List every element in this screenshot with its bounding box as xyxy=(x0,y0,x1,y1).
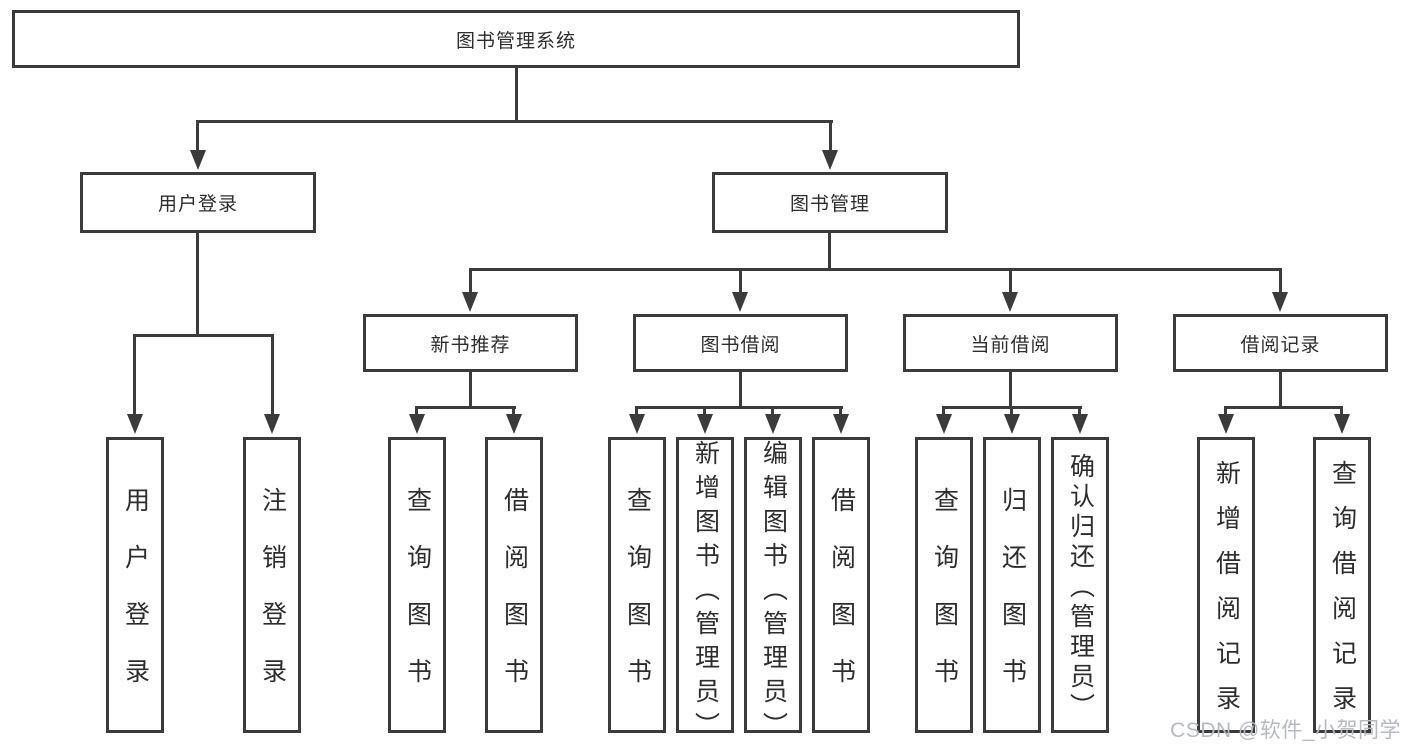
leaf-query-books-3: 查询图书 xyxy=(915,437,973,733)
leaf-user-login: 用户登录 xyxy=(106,437,164,733)
connector-line xyxy=(469,268,472,292)
arrow-down-icon xyxy=(1218,414,1234,434)
arrow-down-icon xyxy=(1272,292,1288,312)
leaf-query-books-1: 查询图书 xyxy=(388,437,446,733)
connector-line xyxy=(133,334,274,337)
connector-line xyxy=(1009,268,1012,292)
leaf-query-books-3-label: 查询图书 xyxy=(930,487,959,715)
leaf-add-borrow-record-label: 新增借阅记录 xyxy=(1212,460,1241,730)
leaf-query-books-2-label: 查询图书 xyxy=(623,487,652,715)
connector-line xyxy=(1224,406,1343,409)
connector-line xyxy=(839,406,842,416)
leaf-query-books-2: 查询图书 xyxy=(608,437,666,733)
leaf-borrow-books-1: 借阅图书 xyxy=(485,437,543,733)
connector-line xyxy=(635,406,843,409)
leaf-logout: 注销登录 xyxy=(243,437,301,733)
connector-line xyxy=(1009,372,1012,406)
connector-line xyxy=(1279,372,1282,406)
node-user-login-label: 用户登录 xyxy=(157,194,238,215)
connector-line xyxy=(829,120,832,152)
node-borrow-records-label: 借阅记录 xyxy=(1240,334,1321,356)
arrow-down-icon xyxy=(822,150,838,170)
connector-line xyxy=(739,372,742,406)
connector-line xyxy=(415,406,418,416)
arrow-down-icon xyxy=(629,414,645,434)
connector-line xyxy=(415,406,516,409)
leaf-add-borrow-record: 新增借阅记录 xyxy=(1197,437,1255,733)
connector-line xyxy=(196,233,199,334)
connector-line xyxy=(1010,406,1013,416)
arrow-down-icon xyxy=(190,150,206,170)
leaf-add-books-admin-label: 新增图书（管理员） xyxy=(691,440,720,746)
arrow-down-icon xyxy=(264,414,280,434)
connector-line xyxy=(1078,406,1081,416)
connector-line xyxy=(469,268,1282,271)
connector-line xyxy=(469,372,472,406)
leaf-query-borrow-record: 查询借阅记录 xyxy=(1313,437,1371,733)
leaf-borrow-books-1-label: 借阅图书 xyxy=(500,487,529,715)
connector-line xyxy=(942,406,945,416)
connector-line xyxy=(771,406,774,416)
connector-line xyxy=(1279,268,1282,292)
node-root: 图书管理系统 xyxy=(12,10,1020,68)
arrow-down-icon xyxy=(506,414,522,434)
arrow-down-icon xyxy=(1334,414,1350,434)
leaf-confirm-return-admin: 确认归还（管理员） xyxy=(1051,437,1109,733)
leaf-query-books-1-label: 查询图书 xyxy=(403,487,432,715)
leaf-borrow-books-2-label: 借阅图书 xyxy=(827,487,856,715)
connector-line xyxy=(133,334,136,416)
arrow-down-icon xyxy=(833,414,849,434)
leaf-confirm-return-admin-label: 确认归还（管理员） xyxy=(1066,452,1095,723)
leaf-edit-books-admin: 编辑图书（管理员） xyxy=(744,437,802,746)
arrow-down-icon xyxy=(127,414,143,434)
watermark: CSDN @软件_小贺同学 xyxy=(1170,719,1401,742)
arrow-down-icon xyxy=(1002,292,1018,312)
node-root-label: 图书管理系统 xyxy=(455,30,576,52)
leaf-edit-books-admin-label: 编辑图书（管理员） xyxy=(759,440,788,746)
leaf-borrow-books-2: 借阅图书 xyxy=(812,437,870,733)
node-book-management: 图书管理 xyxy=(712,172,948,233)
connector-line xyxy=(515,68,518,120)
connector-line xyxy=(196,120,833,123)
connector-line xyxy=(635,406,638,416)
arrow-down-icon xyxy=(697,414,713,434)
leaf-logout-label: 注销登录 xyxy=(258,487,287,715)
arrow-down-icon xyxy=(462,292,478,312)
arrow-down-icon xyxy=(936,414,952,434)
arrow-down-icon xyxy=(765,414,781,434)
connector-line xyxy=(196,120,199,152)
node-new-book-recommend: 新书推荐 xyxy=(363,314,578,372)
leaf-add-books-admin: 新增图书（管理员） xyxy=(676,437,734,746)
connector-line xyxy=(739,268,742,292)
arrow-down-icon xyxy=(732,292,748,312)
node-book-borrow-label: 图书借阅 xyxy=(700,334,781,356)
node-current-borrow-label: 当前借阅 xyxy=(970,334,1051,356)
leaf-return-books: 归还图书 xyxy=(983,437,1041,733)
connector-line xyxy=(271,334,274,416)
node-user-login: 用户登录 xyxy=(80,172,316,233)
connector-line xyxy=(1340,406,1343,416)
node-borrow-records: 借阅记录 xyxy=(1173,314,1388,372)
connector-line xyxy=(703,406,706,416)
leaf-return-books-label: 归还图书 xyxy=(998,487,1027,715)
leaf-user-login-label: 用户登录 xyxy=(121,487,150,715)
connector-line xyxy=(512,406,515,416)
arrow-down-icon xyxy=(1004,414,1020,434)
node-new-book-recommend-label: 新书推荐 xyxy=(430,334,511,356)
connector-line xyxy=(828,233,831,268)
connector-line xyxy=(1224,406,1227,416)
leaf-query-borrow-record-label: 查询借阅记录 xyxy=(1328,460,1357,730)
arrow-down-icon xyxy=(1072,414,1088,434)
node-current-borrow: 当前借阅 xyxy=(903,314,1118,372)
arrow-down-icon xyxy=(409,414,425,434)
node-book-borrow: 图书借阅 xyxy=(633,314,848,372)
node-book-management-label: 图书管理 xyxy=(789,194,870,215)
